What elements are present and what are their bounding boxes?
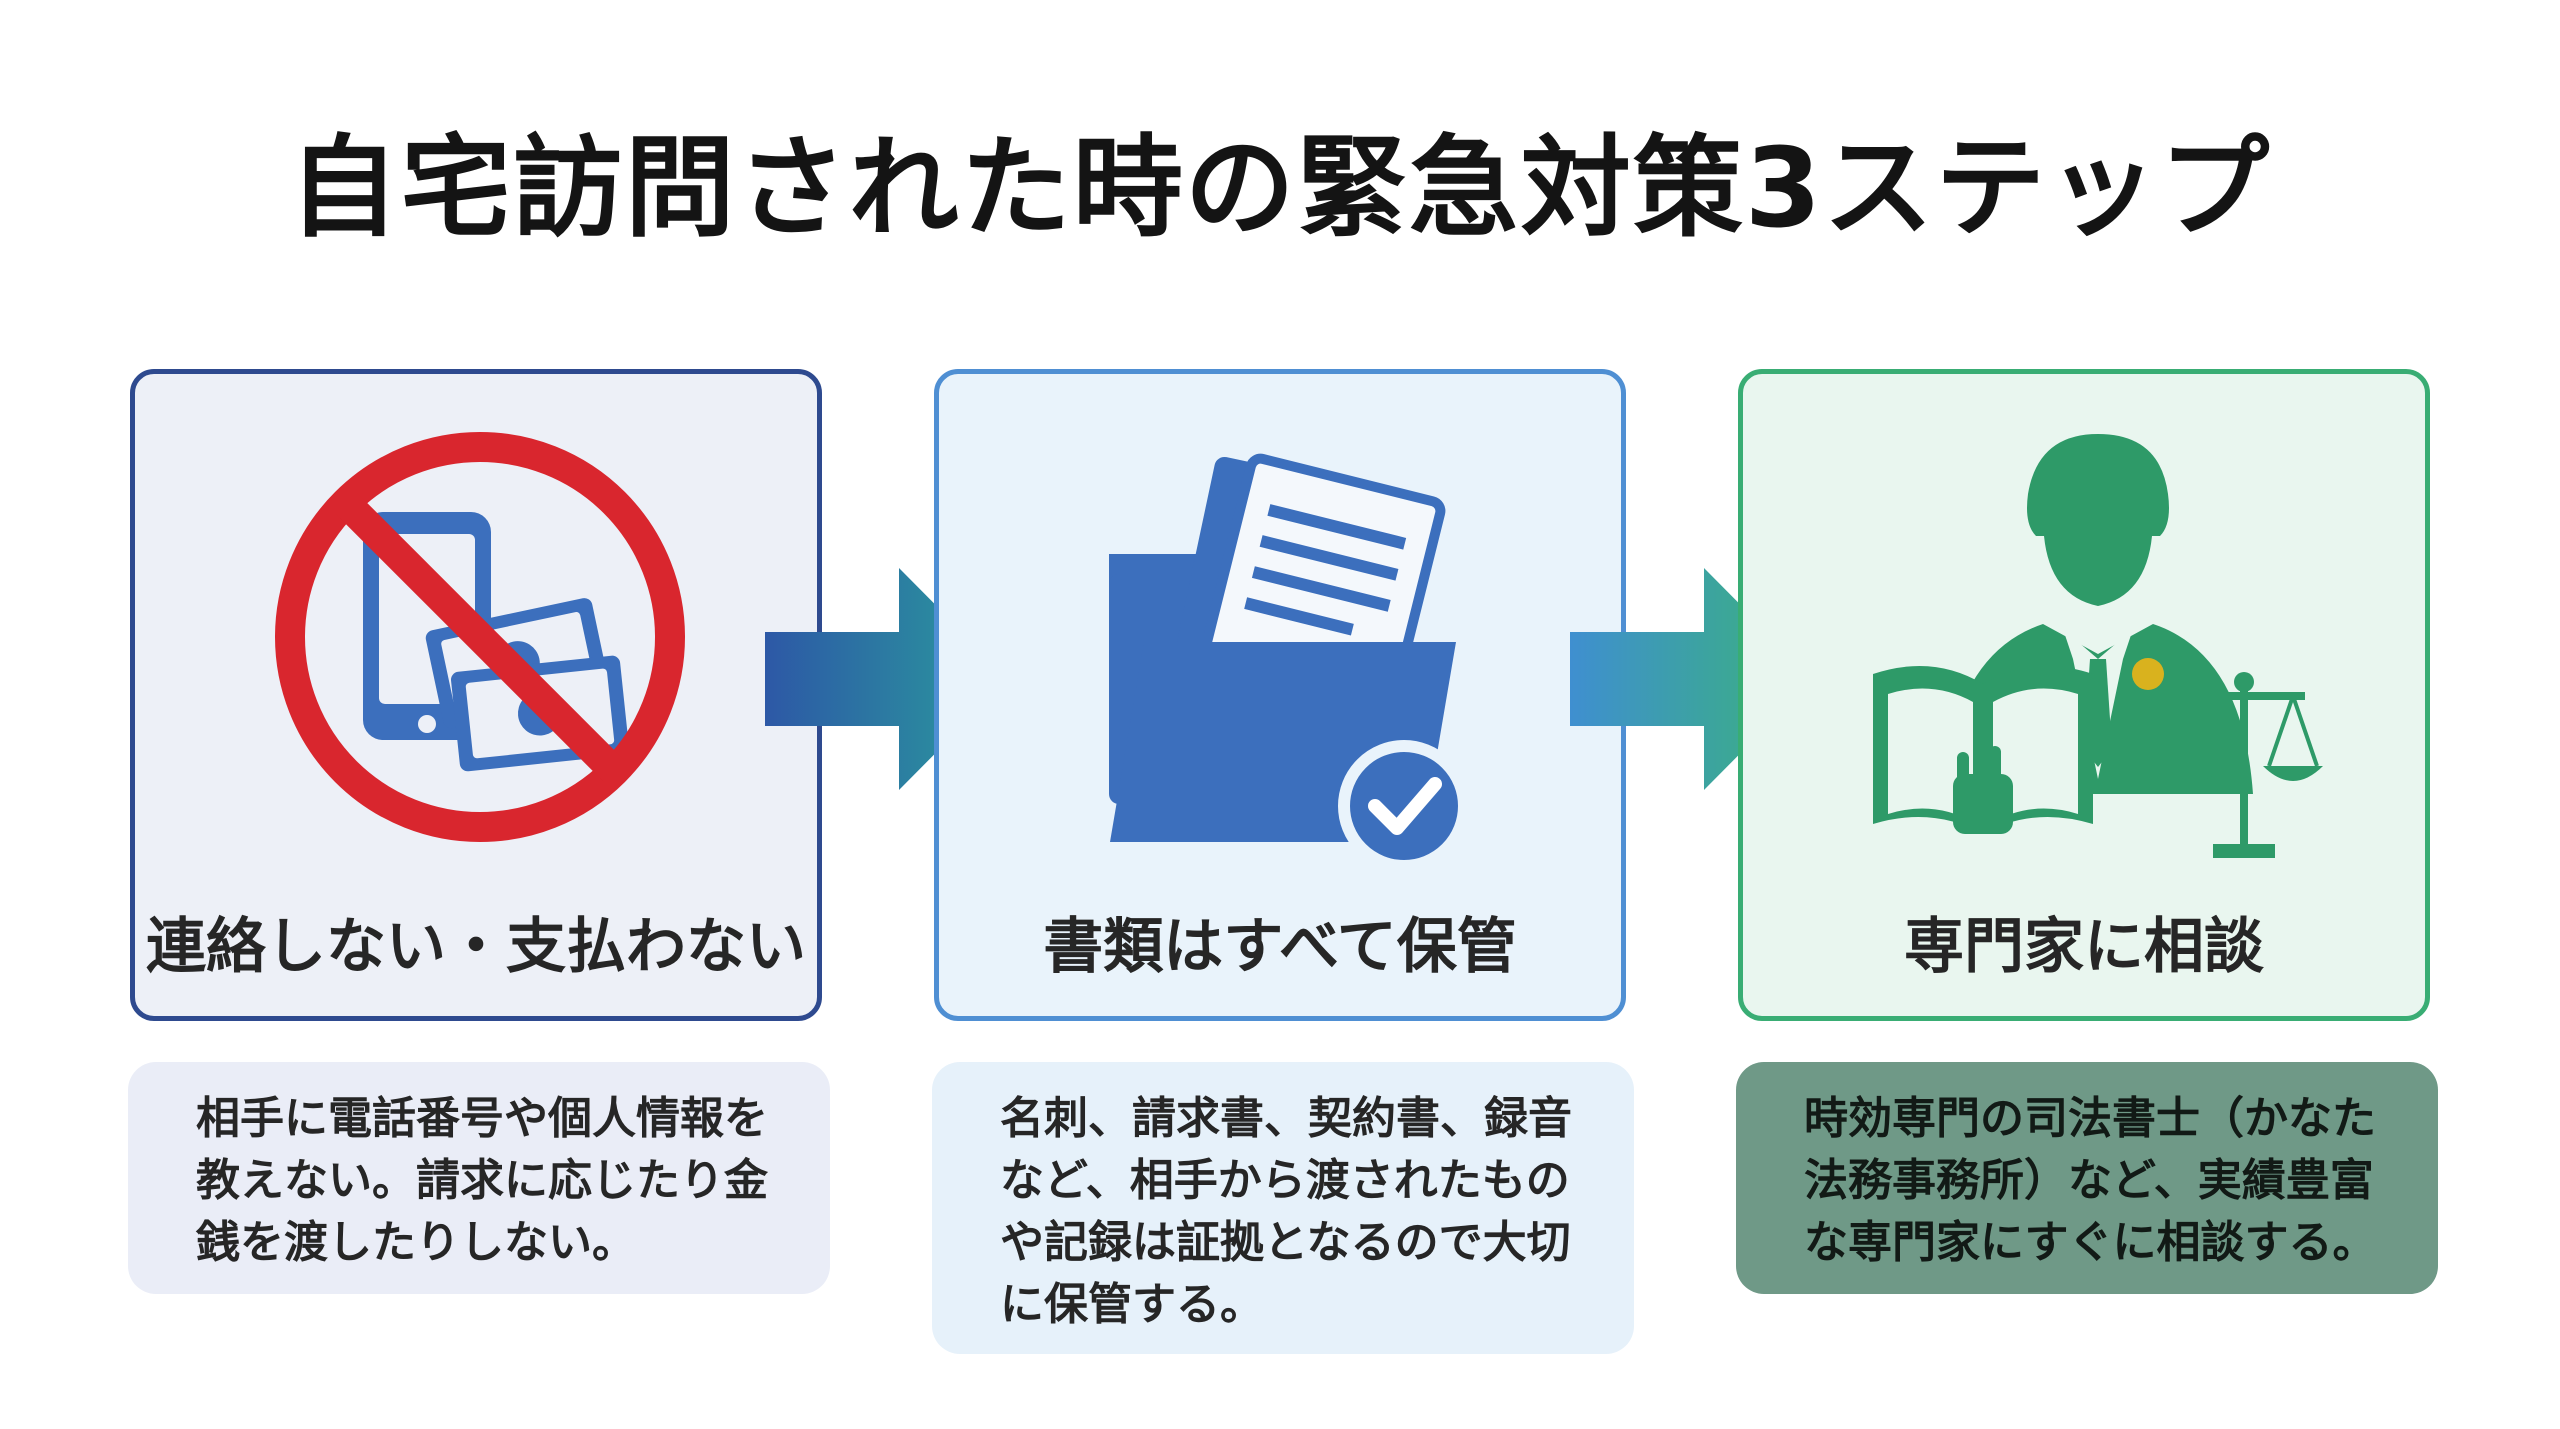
step-card-1: 連絡しない・支払わない [130,369,822,1021]
step-description-2: 名刺、請求書、契約書、録音など、相手から渡されたものや記録は証拠となるので大切に… [932,1062,1634,1354]
page-title: 自宅訪問された時の緊急対策3ステップ [288,124,2272,252]
step-description-1: 相手に電話番号や個人情報を教えない。請求に応じたり金銭を渡したりしない。 [128,1062,830,1294]
no-phone-money-icon [275,432,685,842]
legal-expert-icon [1873,434,2323,858]
step-label-3: 専門家に相談 [1904,912,2264,982]
step-label-2: 書類はすべて保管 [1043,912,1517,982]
step-card-3: 専門家に相談 [1738,369,2430,1021]
step-label-1: 連絡しない・支払わない [146,912,806,982]
step-card-2: 書類はすべて保管 [934,369,1626,1021]
step-description-3: 時効専門の司法書士（かなた法務事務所）など、実績豊富な専門家にすぐに相談する。 [1736,1062,2438,1294]
folder-documents-check-icon [1109,453,1470,872]
